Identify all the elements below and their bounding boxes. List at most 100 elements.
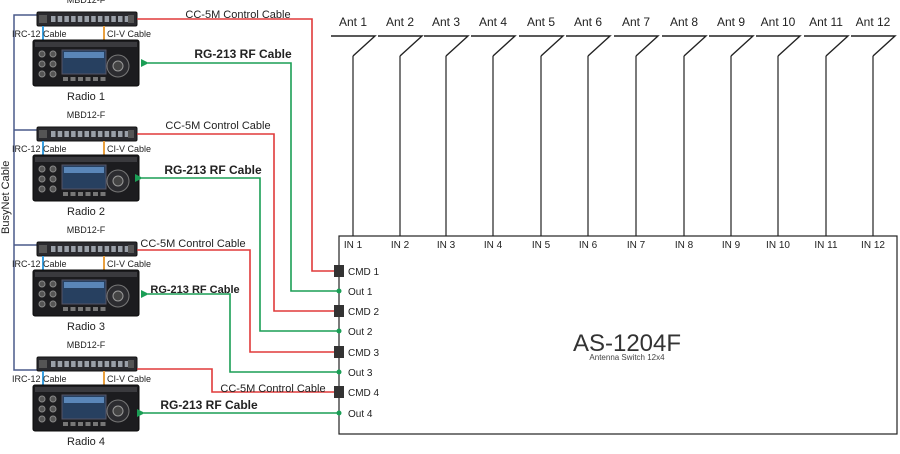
- antenna-icon: [331, 35, 377, 57]
- antenna-label: Ant 4: [479, 15, 507, 29]
- control-cable-2: [137, 133, 334, 312]
- rf-cable-2: [135, 174, 339, 332]
- antenna-icon: [566, 35, 612, 57]
- irc-cable-label: IRC-12 Cable: [12, 144, 67, 154]
- switch-input-label: IN 12: [861, 240, 885, 251]
- switch-input-label: IN 6: [579, 240, 598, 251]
- out-port-2: [336, 328, 342, 334]
- antenna-icon: [662, 35, 708, 57]
- switch-input-label: IN 4: [484, 240, 503, 251]
- antenna-5: Ant 5: [519, 15, 565, 236]
- antenna-icon: [471, 35, 517, 57]
- antenna-icon: [614, 35, 660, 57]
- irc-cable-label: IRC-12 Cable: [12, 374, 67, 384]
- cmd-port-2: [334, 305, 344, 317]
- antenna-icon: [424, 35, 470, 57]
- radio-label: Radio 3: [67, 321, 105, 333]
- rf-cable-label: RG-213 RF Cable: [150, 284, 239, 296]
- radio-label: Radio 1: [67, 91, 105, 103]
- mbd-label: MBD12-F: [67, 340, 106, 350]
- switch-input-label: IN 9: [722, 240, 741, 251]
- rf-cable-label: RG-213 RF Cable: [164, 163, 262, 177]
- control-cable-label: CC-5M Control Cable: [165, 120, 270, 132]
- irc-cable-label: IRC-12 Cable: [12, 29, 67, 39]
- control-cable-3: [137, 249, 334, 353]
- antenna-label: Ant 8: [670, 15, 698, 29]
- switch-input-label: IN 5: [532, 240, 551, 251]
- antenna-6: Ant 6: [566, 15, 612, 236]
- switch-input-label: IN 11: [814, 240, 838, 251]
- civ-cable-label: CI-V Cable: [107, 29, 151, 39]
- switch-input-label: IN 10: [766, 240, 790, 251]
- out-port-1: [336, 288, 342, 294]
- control-cable-1: [137, 18, 334, 272]
- mbd12-unit: [36, 356, 138, 372]
- antenna-4: Ant 4: [471, 15, 517, 236]
- civ-cable-label: CI-V Cable: [107, 374, 151, 384]
- control-cable-4: [137, 368, 334, 393]
- radio-transceiver: [32, 384, 140, 432]
- antenna-label: Ant 9: [717, 15, 745, 29]
- switch-input-label: IN 2: [391, 240, 410, 251]
- antenna-icon: [756, 35, 802, 57]
- cmd-port-label: CMD 3: [348, 348, 380, 359]
- rf-cable-label: RG-213 RF Cable: [160, 398, 258, 412]
- antenna-icon: [851, 35, 897, 57]
- switch-input-label: IN 7: [627, 240, 646, 251]
- out-port-label: Out 2: [348, 327, 373, 338]
- antenna-label: Ant 12: [856, 15, 891, 29]
- antenna-label: Ant 10: [761, 15, 796, 29]
- mbd12-unit: [36, 126, 138, 142]
- mbd-label: MBD12-F: [67, 0, 106, 5]
- antenna-label: Ant 6: [574, 15, 602, 29]
- antenna-8: Ant 8: [662, 15, 708, 236]
- control-cable-label: CC-5M Control Cable: [185, 9, 290, 21]
- out-port-4: [336, 410, 342, 416]
- control-cable-label: CC-5M Control Cable: [140, 238, 245, 250]
- antenna-10: Ant 10: [756, 15, 802, 236]
- radio-transceiver: [32, 39, 140, 87]
- antenna-7: Ant 7: [614, 15, 660, 236]
- out-port-label: Out 3: [348, 368, 373, 379]
- antenna-3: Ant 3: [424, 15, 470, 236]
- irc-cable-label: IRC-12 Cable: [12, 259, 67, 269]
- busynet-label: BusyNet Cable: [0, 161, 12, 234]
- mbd-label: MBD12-F: [67, 225, 106, 235]
- cmd-port-4: [334, 386, 344, 398]
- switch-subtitle: Antenna Switch 12x4: [589, 353, 665, 362]
- antenna-icon: [519, 35, 565, 57]
- out-port-3: [336, 369, 342, 375]
- cmd-port-label: CMD 4: [348, 388, 380, 399]
- antenna-icon: [804, 35, 850, 57]
- switch-box: [338, 235, 898, 435]
- antenna-1: Ant 1: [331, 15, 377, 236]
- civ-cable-label: CI-V Cable: [107, 144, 151, 154]
- antenna-label: Ant 1: [339, 15, 367, 29]
- cmd-port-label: CMD 1: [348, 267, 380, 278]
- switch-input-label: IN 1: [344, 240, 363, 251]
- rf-cable-label: RG-213 RF Cable: [194, 47, 292, 61]
- switch-model: AS-1204F: [573, 330, 681, 357]
- out-port-label: Out 1: [348, 287, 373, 298]
- antenna-label: Ant 11: [809, 15, 843, 29]
- civ-cable-label: CI-V Cable: [107, 259, 151, 269]
- rf-cable-1: [141, 59, 339, 292]
- mbd12-unit: [36, 11, 138, 27]
- radio-transceiver: [32, 154, 140, 202]
- antenna-12: Ant 12: [851, 15, 897, 236]
- antenna-label: Ant 5: [527, 15, 555, 29]
- antenna-9: Ant 9: [709, 15, 755, 236]
- radio-label: Radio 2: [67, 206, 105, 218]
- rf-cable-3: [141, 290, 339, 373]
- busynet-cable: BusyNet Cable: [0, 14, 37, 371]
- cmd-port-1: [334, 265, 344, 277]
